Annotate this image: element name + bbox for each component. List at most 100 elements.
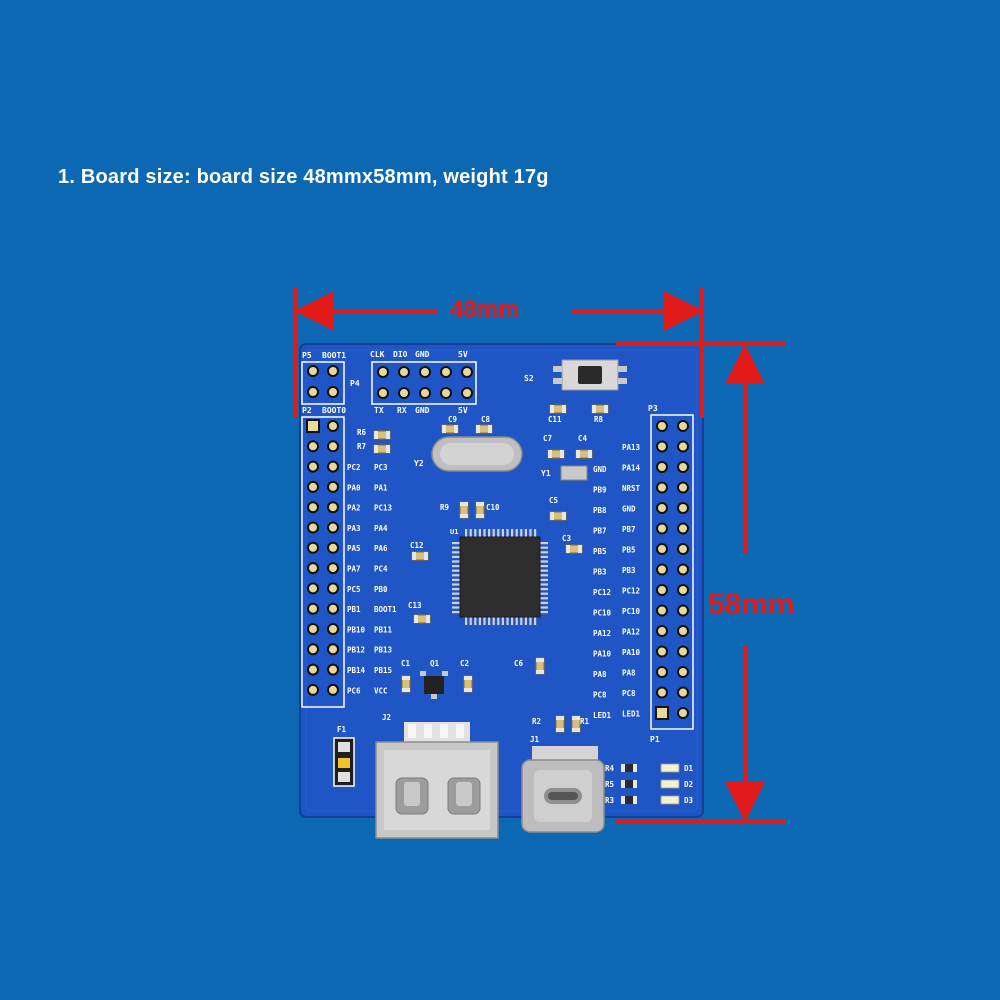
label-p5: P5 [302, 351, 312, 360]
usb-a-connector-j2 [375, 722, 499, 839]
smd-component [459, 501, 469, 519]
p4-header [371, 361, 477, 405]
header-pin [307, 480, 319, 493]
smd-component [575, 449, 593, 459]
pin-label: PC12 [622, 587, 640, 596]
component-label: J1 [530, 735, 540, 744]
pin-label: PA12 [593, 629, 611, 638]
header-pin [677, 604, 689, 617]
component-label: R2 [532, 717, 541, 726]
header-pin [307, 562, 319, 575]
smd-component [571, 715, 581, 733]
pin-label: PC4 [374, 565, 388, 574]
header-pin [656, 625, 668, 637]
component-label: C2 [460, 659, 469, 668]
pin-label: PB13 [374, 646, 393, 655]
label-p2: P2 [302, 406, 312, 415]
header-pin [677, 625, 689, 637]
component-label: J2 [382, 713, 391, 722]
component-label: C5 [549, 496, 558, 505]
header-pin [327, 683, 339, 696]
header-pin [327, 501, 339, 514]
width-label: 48mm [450, 296, 520, 323]
component-label: C7 [543, 434, 552, 443]
component-label: C3 [562, 534, 572, 543]
pin-label: PB14 [347, 666, 366, 675]
pin-label: PB3 [593, 568, 607, 577]
header-pin [327, 480, 339, 493]
header-pin [307, 602, 319, 615]
pin-label: LED1 [593, 711, 612, 720]
header-pin [677, 440, 689, 453]
led [660, 779, 680, 789]
pin-label: PB8 [593, 506, 607, 515]
pin-label: PB3 [622, 566, 636, 575]
pin-label: VCC [374, 686, 388, 695]
header-pin [327, 562, 339, 575]
label-5v-top: 5V [458, 350, 468, 359]
header-pin [656, 522, 668, 535]
header-pin [307, 501, 319, 514]
pin-label: PB0 [374, 585, 388, 594]
header-pin [440, 387, 452, 399]
label-dio: DIO [393, 350, 408, 359]
pin-label: PC5 [347, 585, 361, 594]
component-label: R9 [440, 503, 450, 512]
header-pin [307, 623, 319, 635]
right-header-outline [650, 414, 694, 730]
pin-label: NRST [622, 484, 641, 493]
header-pin [656, 543, 668, 555]
header-pin [307, 440, 319, 453]
header-pin [327, 521, 339, 534]
header-pin [677, 502, 689, 514]
header-pin [461, 366, 473, 378]
pin-label: PC3 [374, 463, 388, 472]
pin-label: GND [593, 465, 607, 474]
header-pin [306, 419, 320, 433]
pin-label: PA10 [622, 648, 641, 657]
label-p4: P4 [350, 379, 360, 388]
pin-label: PC10 [593, 609, 612, 618]
header-pin [307, 663, 319, 676]
header-pin [307, 643, 319, 656]
label-gnd-bottom: GND [415, 406, 430, 415]
header-pin [656, 666, 668, 678]
pin-label: PA10 [593, 650, 612, 659]
component-label: R6 [357, 428, 367, 437]
pin-label: PC8 [622, 689, 636, 698]
header-pin [307, 460, 319, 473]
smd-component [565, 544, 583, 554]
label-boot0: BOOT0 [322, 406, 346, 415]
header-pin [677, 420, 689, 432]
pin-label: PA14 [622, 464, 641, 473]
led [660, 763, 680, 773]
smd-resistor [621, 780, 637, 788]
header-pin [327, 460, 339, 473]
pin-label: PA12 [622, 628, 640, 637]
pin-label: PA0 [347, 483, 361, 492]
smd-component [475, 501, 485, 519]
header-pin [656, 563, 668, 576]
pin-label: PB7 [622, 525, 636, 534]
smd-component [591, 404, 609, 414]
header-pin [327, 623, 339, 635]
component-label: R8 [594, 415, 604, 424]
component-label: C12 [410, 541, 424, 550]
smd-component [555, 715, 565, 733]
left-header-outline [301, 416, 345, 708]
label-tx: TX [374, 406, 384, 415]
pin-label: PC8 [593, 691, 607, 700]
component-label: Q1 [430, 659, 440, 668]
component-label: C10 [486, 503, 500, 512]
header-pin [327, 440, 339, 453]
label-rx: RX [397, 406, 407, 415]
label-clk: CLK [370, 350, 385, 359]
smd-component [535, 657, 545, 675]
component-label: R5 [605, 780, 614, 789]
board-size-caption: 1. Board size: board size 48mmx58mm, wei… [58, 166, 549, 188]
height-dimension [616, 342, 786, 824]
header-pin [440, 366, 452, 378]
header-pin [677, 584, 689, 596]
header-pin [377, 387, 389, 399]
